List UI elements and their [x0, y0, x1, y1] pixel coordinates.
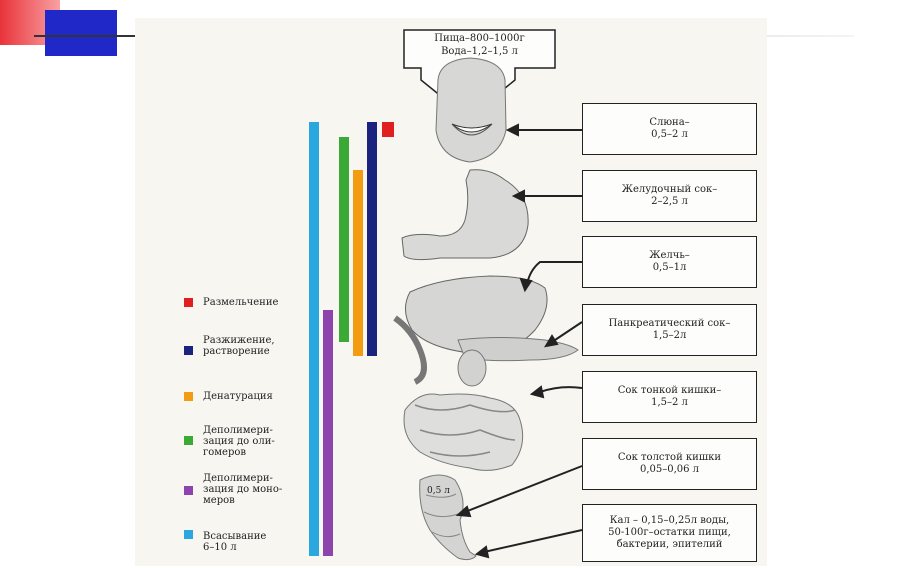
legend-swatch-dissolution: [184, 346, 193, 355]
colon-volume-label: 0,5 л: [427, 486, 450, 496]
food-input-text: Пища–800–1000г Вода–1,2–1,5 л: [404, 32, 555, 58]
legend-swatch-oligomers: [184, 436, 193, 445]
liver-pancreas-illustration: [393, 275, 579, 387]
small-intestine-illustration: [403, 393, 524, 471]
food-amount: Пища–800–1000г: [434, 33, 525, 44]
saliva-box: Слюна–0,5–2 л: [582, 103, 757, 155]
legend-label-dissolution: Разжижение,растворение: [203, 335, 275, 357]
legend-swatch-monomers: [184, 486, 193, 495]
water-amount: Вода–1,2–1,5 л: [441, 46, 518, 57]
legend-label-monomers: Деполимери-зация до моно-меров: [203, 473, 283, 506]
header-accent-blue: [45, 10, 117, 56]
feces-box: Кал – 0,15–0,25л воды,50-100г–остатки пи…: [582, 504, 757, 562]
legend-label-denaturation: Денатурация: [203, 391, 273, 402]
stomach-illustration: [401, 169, 529, 261]
bar-absorption: [309, 122, 319, 556]
bar-dissolution: [367, 122, 377, 356]
mouth-illustration: [435, 57, 507, 163]
pancreatic-juice-box: Панкреатический сок–1,5–2л: [582, 304, 757, 356]
gastric-juice-box: Желудочный сок–2–2,5 л: [582, 170, 757, 222]
large-intestine-illustration: [419, 474, 477, 561]
bar-depolymerization-oligomers: [339, 137, 349, 342]
bar-denaturation: [353, 170, 363, 356]
legend-swatch-grinding: [184, 298, 193, 307]
bile-box: Желчь–0,5–1л: [582, 236, 757, 288]
legend-label-grinding: Размельчение: [203, 297, 279, 308]
small-intestine-juice-box: Сок тонкой кишки–1,5–2 л: [582, 371, 757, 423]
connector-arrows: [455, 123, 583, 559]
bar-grinding: [382, 122, 394, 137]
legend-swatch-denaturation: [184, 392, 193, 401]
legend-label-oligomers: Деполимери-зация до оли-гомеров: [203, 425, 275, 458]
legend-swatch-absorption: [184, 530, 193, 539]
bar-depolymerization-monomers: [323, 310, 333, 556]
